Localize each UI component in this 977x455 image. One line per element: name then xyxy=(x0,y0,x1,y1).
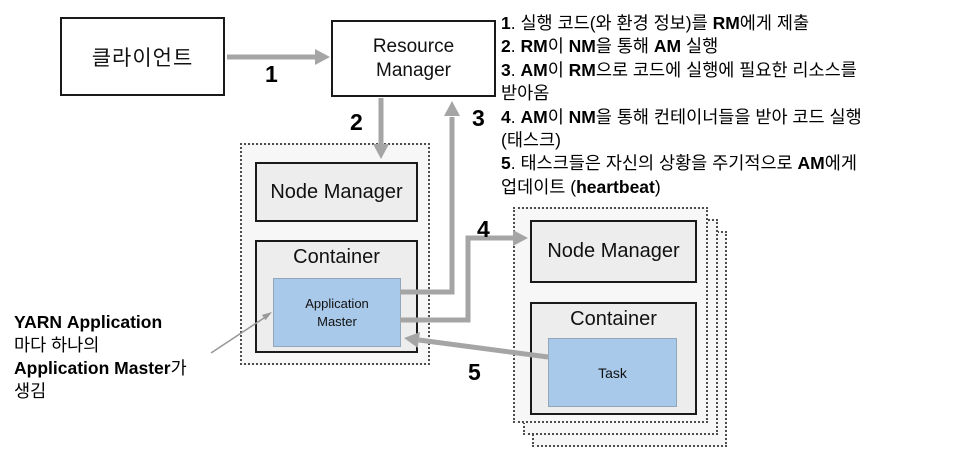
step-line: 받아옴 xyxy=(501,83,550,104)
step-line: 4. AM이 NM을 통해 컨테이너들을 받아 코드 실행 xyxy=(501,106,862,127)
node-manager-1-label: Node Manager xyxy=(270,180,403,203)
resource-manager-box: Resource Manager xyxy=(331,20,496,97)
annotation-line: Application Master가 xyxy=(14,358,187,378)
task-label: Task xyxy=(598,364,627,381)
application-master-label: Application Master xyxy=(305,295,369,329)
arrow-label-4: 4 xyxy=(477,216,490,242)
step-line: 3. AM이 RM으로 코드에 실행에 필요한 리소스를 xyxy=(501,59,857,80)
step-line: (태스크) xyxy=(501,130,561,151)
step-line: 1. 실행 코드(와 환경 정보)를 RM에게 제출 xyxy=(501,13,810,33)
client-box-label: 클라이언트 xyxy=(91,46,194,70)
resource-manager-label: Resource Manager xyxy=(372,35,455,81)
step-line: 5. 태스크들은 자신의 상황을 주기적으로 AM에게 xyxy=(501,153,857,174)
container-2-label: Container xyxy=(570,308,657,330)
step-line: 2. RM이 NM을 통해 AM 실행 xyxy=(501,36,719,57)
arrow-label-1: 1 xyxy=(265,61,278,87)
arrow-label-3: 3 xyxy=(472,105,485,131)
annotation-line: 생김 xyxy=(14,381,47,401)
arrow-label-5: 5 xyxy=(468,359,481,385)
arrow-1 xyxy=(227,49,330,65)
step-line: 업데이트 (heartbeat) xyxy=(501,176,661,197)
node-manager-2-label: Node Manager xyxy=(547,240,680,262)
annotation-line: YARN Application xyxy=(14,312,163,332)
client-box: 클라이언트 xyxy=(60,17,225,96)
annotation-text: YARN Application 마다 하나의 Application Mast… xyxy=(14,311,187,403)
task-box: Task xyxy=(548,338,677,407)
node-manager-box-2: Node Manager xyxy=(530,220,697,283)
annotation-line: 마다 하나의 xyxy=(14,335,100,355)
steps-list: 1. 실행 코드(와 환경 정보)를 RM에게 제출 2. RM이 NM을 통해… xyxy=(501,12,862,199)
container-1-label: Container xyxy=(293,246,380,268)
node-manager-box-1: Node Manager xyxy=(255,162,418,222)
arrow-label-2: 2 xyxy=(350,109,363,135)
application-master-box: Application Master xyxy=(273,278,401,347)
